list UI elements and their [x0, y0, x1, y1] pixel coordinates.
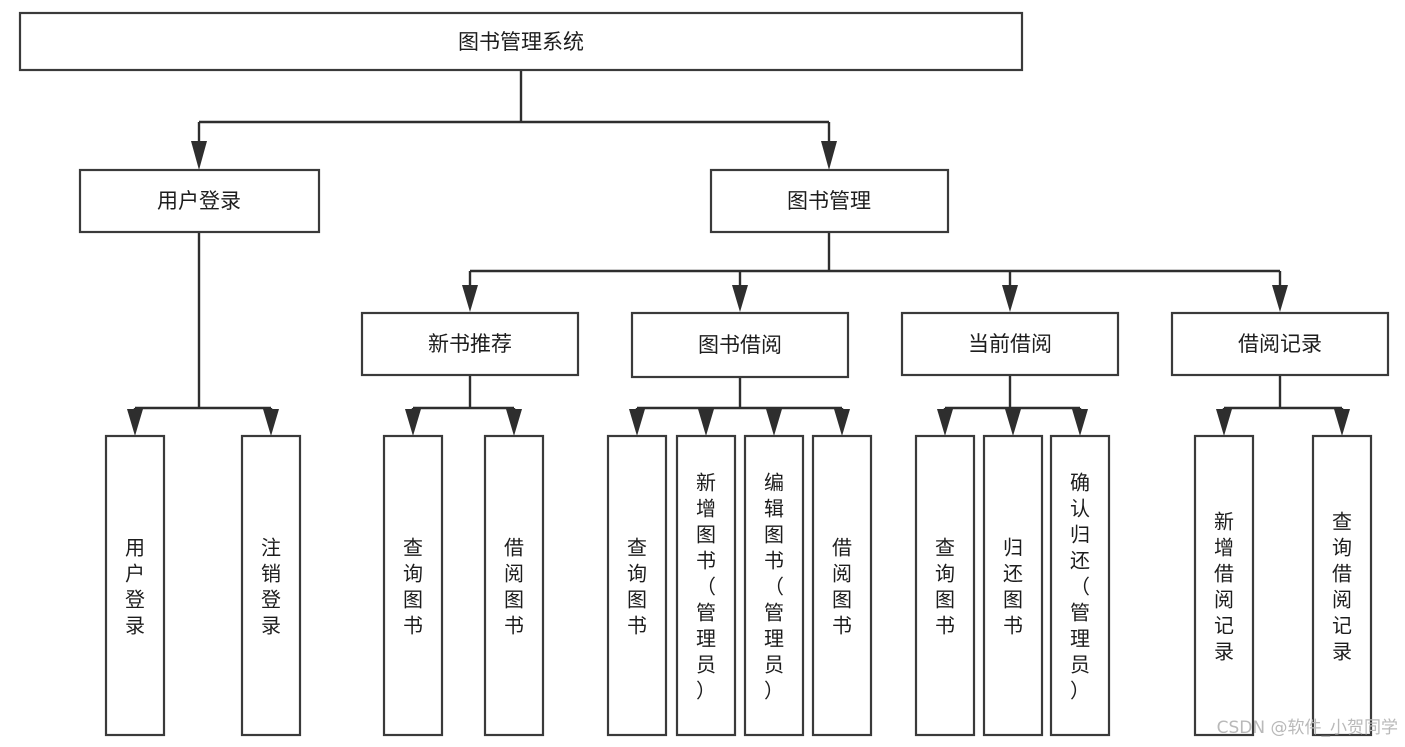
node-root-box[interactable] [18, 11, 1024, 72]
arrow-head-current [1002, 285, 1018, 312]
node-new-book-recommend-box[interactable] [360, 311, 580, 377]
node-borrow-record-box[interactable] [1170, 311, 1390, 377]
leaf-borrow-record-2-box[interactable] [1311, 434, 1373, 737]
connector-group-current [937, 375, 1088, 436]
node-book-borrow-label: 图书借阅 [698, 333, 782, 357]
arrow-head-bookmgmt [821, 141, 837, 170]
leaf-new-book-1-box[interactable] [382, 434, 444, 737]
leaf-borrow-record-1-label: 新增借阅记录 [1214, 509, 1234, 663]
leaf-current-borrow-1-label: 查询图书 [935, 535, 955, 637]
leaf-new-book-2[interactable]: 借阅图书 [483, 434, 545, 737]
leaf-borrow-record-2[interactable]: 查询借阅记录 [1311, 434, 1373, 737]
arrow-head-userlogin [191, 141, 207, 170]
leaf-current-borrow-3-label: 确认归还（管理员） [1070, 470, 1090, 702]
leaf-user-login-2-label: 注销登录 [261, 535, 281, 637]
leaf-current-borrow-2-label: 归还图书 [1003, 535, 1023, 637]
arrow-head-record-leaf-1 [1216, 409, 1232, 436]
leaf-current-borrow-3[interactable]: 确认归还（管理员） [1049, 434, 1111, 737]
leaf-current-borrow-3-box[interactable] [1049, 434, 1111, 737]
leaf-user-login-1-label: 用户登录 [125, 535, 145, 637]
leaf-borrow-record-2-label: 查询借阅记录 [1332, 509, 1352, 663]
node-current-borrow-box[interactable] [900, 311, 1120, 377]
leaf-book-borrow-1-box[interactable] [606, 434, 668, 737]
leaf-current-borrow-2[interactable]: 归还图书 [982, 434, 1044, 737]
arrow-head-current-leaf-2 [1005, 409, 1021, 436]
connector-group-borrow [629, 377, 850, 436]
arrow-head-newbook [462, 285, 478, 312]
leaf-user-login-1[interactable]: 用户登录 [104, 434, 166, 737]
leaf-book-borrow-3-box[interactable] [743, 434, 805, 737]
node-root[interactable]: 图书管理系统 [18, 11, 1024, 72]
leaf-current-borrow-2-box[interactable] [982, 434, 1044, 737]
node-user-login-label: 用户登录 [157, 189, 241, 213]
node-borrow-record[interactable]: 借阅记录 [1170, 311, 1390, 377]
leaf-user-login-2[interactable]: 注销登录 [240, 434, 302, 737]
arrow-head-newbook-leaf-1 [405, 409, 421, 436]
node-book-management[interactable]: 图书管理 [709, 168, 950, 234]
leaf-current-borrow-1-box[interactable] [914, 434, 976, 737]
arrow-head-borrow-leaf-3 [766, 409, 782, 436]
leaf-user-login-1-box[interactable] [104, 434, 166, 737]
node-new-book-recommend-label: 新书推荐 [428, 332, 512, 356]
leaf-book-borrow-3[interactable]: 编辑图书（管理员） [743, 434, 805, 737]
leaf-book-borrow-2-label: 新增图书（管理员） [696, 470, 716, 702]
arrow-head-borrow-leaf-2 [698, 409, 714, 436]
node-current-borrow[interactable]: 当前借阅 [900, 311, 1120, 377]
arrow-head-userlogin-leaf-2 [263, 409, 279, 436]
leaf-book-borrow-4-box[interactable] [811, 434, 873, 737]
connector-group-newbook [405, 375, 522, 436]
leaf-book-borrow-1-label: 查询图书 [627, 535, 647, 637]
node-book-management-label: 图书管理 [787, 189, 871, 213]
arrow-head-borrow-leaf-1 [629, 409, 645, 436]
leaf-borrow-record-1-box[interactable] [1193, 434, 1255, 737]
connector-group-record [1216, 375, 1350, 436]
leaf-new-book-1-label: 查询图书 [403, 535, 423, 637]
arrow-head-current-leaf-3 [1072, 409, 1088, 436]
arrow-head-borrow [732, 285, 748, 312]
node-new-book-recommend[interactable]: 新书推荐 [360, 311, 580, 377]
csdn-watermark: CSDN @软件_小贺同学 [1217, 718, 1398, 738]
leaf-new-book-2-label: 借阅图书 [504, 535, 524, 637]
node-root-label: 图书管理系统 [458, 30, 584, 54]
node-book-management-box[interactable] [709, 168, 950, 234]
node-user-login-box[interactable] [78, 168, 321, 234]
leaf-borrow-record-1[interactable]: 新增借阅记录 [1193, 434, 1255, 737]
node-book-borrow-box[interactable] [630, 311, 850, 379]
node-user-login[interactable]: 用户登录 [78, 168, 321, 234]
leaf-book-borrow-2-box[interactable] [675, 434, 737, 737]
arrow-head-newbook-leaf-2 [506, 409, 522, 436]
leaf-new-book-2-box[interactable] [483, 434, 545, 737]
arrow-head-userlogin-leaf-1 [127, 409, 143, 436]
arrow-head-record-leaf-2 [1334, 409, 1350, 436]
leaf-book-borrow-4-label: 借阅图书 [832, 535, 852, 637]
leaf-book-borrow-1[interactable]: 查询图书 [606, 434, 668, 737]
node-current-borrow-label: 当前借阅 [968, 332, 1052, 356]
leaf-current-borrow-1[interactable]: 查询图书 [914, 434, 976, 737]
arrow-head-current-leaf-1 [937, 409, 953, 436]
leaf-book-borrow-2[interactable]: 新增图书（管理员） [675, 434, 737, 737]
leaf-book-borrow-4[interactable]: 借阅图书 [811, 434, 873, 737]
node-book-borrow[interactable]: 图书借阅 [630, 311, 850, 379]
connector-group-root [191, 70, 837, 170]
connector-group-userlogin [127, 232, 279, 436]
leaf-user-login-2-box[interactable] [240, 434, 302, 737]
leaf-new-book-1[interactable]: 查询图书 [382, 434, 444, 737]
node-borrow-record-label: 借阅记录 [1238, 332, 1322, 356]
arrow-head-borrow-leaf-4 [834, 409, 850, 436]
arrow-head-record [1272, 285, 1288, 312]
leaf-book-borrow-3-label: 编辑图书（管理员） [764, 470, 784, 702]
connector-group-bookmgmt [462, 232, 1288, 312]
